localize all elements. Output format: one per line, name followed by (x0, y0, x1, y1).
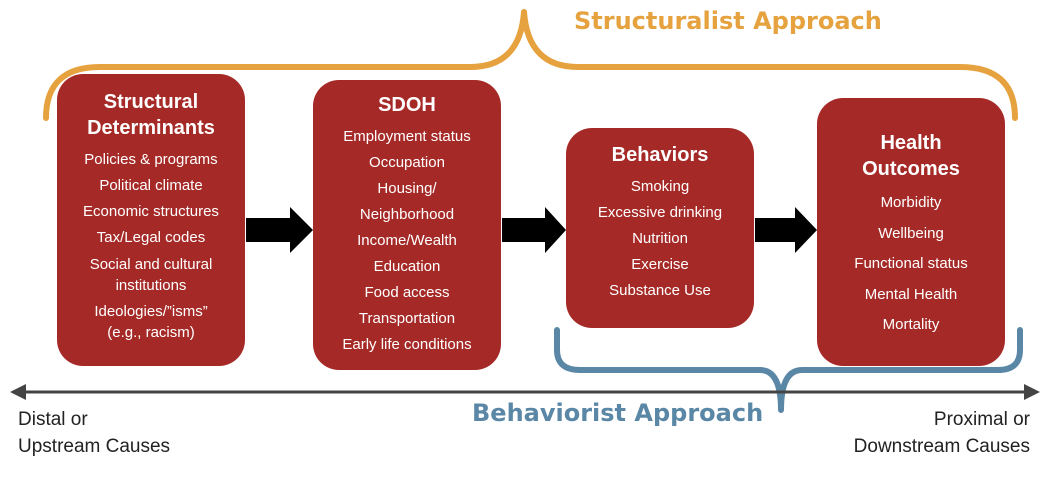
list-item: Social and cultural (89, 256, 213, 273)
list-item: Education (373, 258, 441, 275)
box-title: Structural Determinants (57, 89, 245, 141)
proximal-causes-label: Proximal or Downstream Causes (854, 406, 1030, 460)
list-item: Early life conditions (342, 336, 472, 353)
list-item: Morbidity (880, 194, 942, 211)
structural-determinants-box: Structural Determinants Policies & progr… (57, 74, 245, 366)
list-item: Income/Wealth (357, 232, 457, 249)
box-title-line: Determinants (87, 117, 215, 139)
list-item: Tax/Legal codes (96, 229, 206, 246)
axis-label-line: Upstream Causes (18, 436, 171, 457)
box-title: Health Outcomes (817, 130, 1005, 182)
list-item: Food access (364, 284, 450, 301)
arrow-right-2 (502, 207, 566, 253)
distal-causes-label: Distal or Upstream Causes (18, 406, 170, 460)
list-item: Mental Health (864, 285, 958, 303)
list-item: Political climate (99, 177, 203, 194)
list-item: Neighborhood (359, 206, 455, 223)
structuralist-brace (43, 9, 1018, 121)
list-item: Exercise (631, 256, 689, 273)
list-item: Transportation (358, 310, 456, 327)
list-item: Ideologies/”isms” (94, 303, 208, 320)
list-item: Substance Use (609, 282, 711, 299)
arrow-right-1 (246, 207, 313, 253)
health-outcomes-box: Health Outcomes Morbidity Wellbeing Func… (817, 98, 1005, 366)
axis-label-line: Downstream Causes (853, 436, 1030, 457)
box-title-line: Outcomes (862, 158, 960, 180)
box-title-line: Health (880, 132, 942, 154)
axis-left-arrowhead (10, 384, 26, 400)
box-title-line: Structural (103, 91, 199, 113)
box-title: SDOH (378, 94, 436, 116)
list-item: Housing/ (377, 180, 437, 197)
list-item: Wellbeing (878, 224, 944, 242)
list-item: Smoking (630, 178, 690, 195)
list-item: Policies & programs (84, 151, 218, 168)
list-item: (e.g., racism) (107, 324, 195, 341)
list-item: Occupation (369, 154, 445, 171)
axis-right-arrowhead (1024, 384, 1040, 400)
structuralist-approach-label: Structuralist Approach (574, 7, 882, 35)
sdoh-box: SDOH Employment status Occupation Housin… (313, 80, 501, 370)
axis-label-line: Distal or (18, 409, 88, 430)
arrow-right-3 (755, 207, 817, 253)
list-item: Nutrition (632, 230, 688, 247)
list-item: institutions (115, 277, 187, 294)
behaviorist-approach-label: Behaviorist Approach (472, 399, 764, 427)
behaviors-box: Behaviors Smoking Excessive drinking Nut… (566, 128, 754, 328)
box-title: Behaviors (611, 144, 709, 166)
behaviorist-brace (554, 327, 1023, 413)
list-item: Economic structures (83, 203, 219, 220)
list-item: Mortality (882, 316, 940, 333)
list-item: Employment status (343, 128, 471, 145)
list-item: Functional status (854, 255, 968, 272)
axis-label-line: Proximal or (933, 409, 1030, 430)
list-item: Excessive drinking (597, 204, 723, 221)
